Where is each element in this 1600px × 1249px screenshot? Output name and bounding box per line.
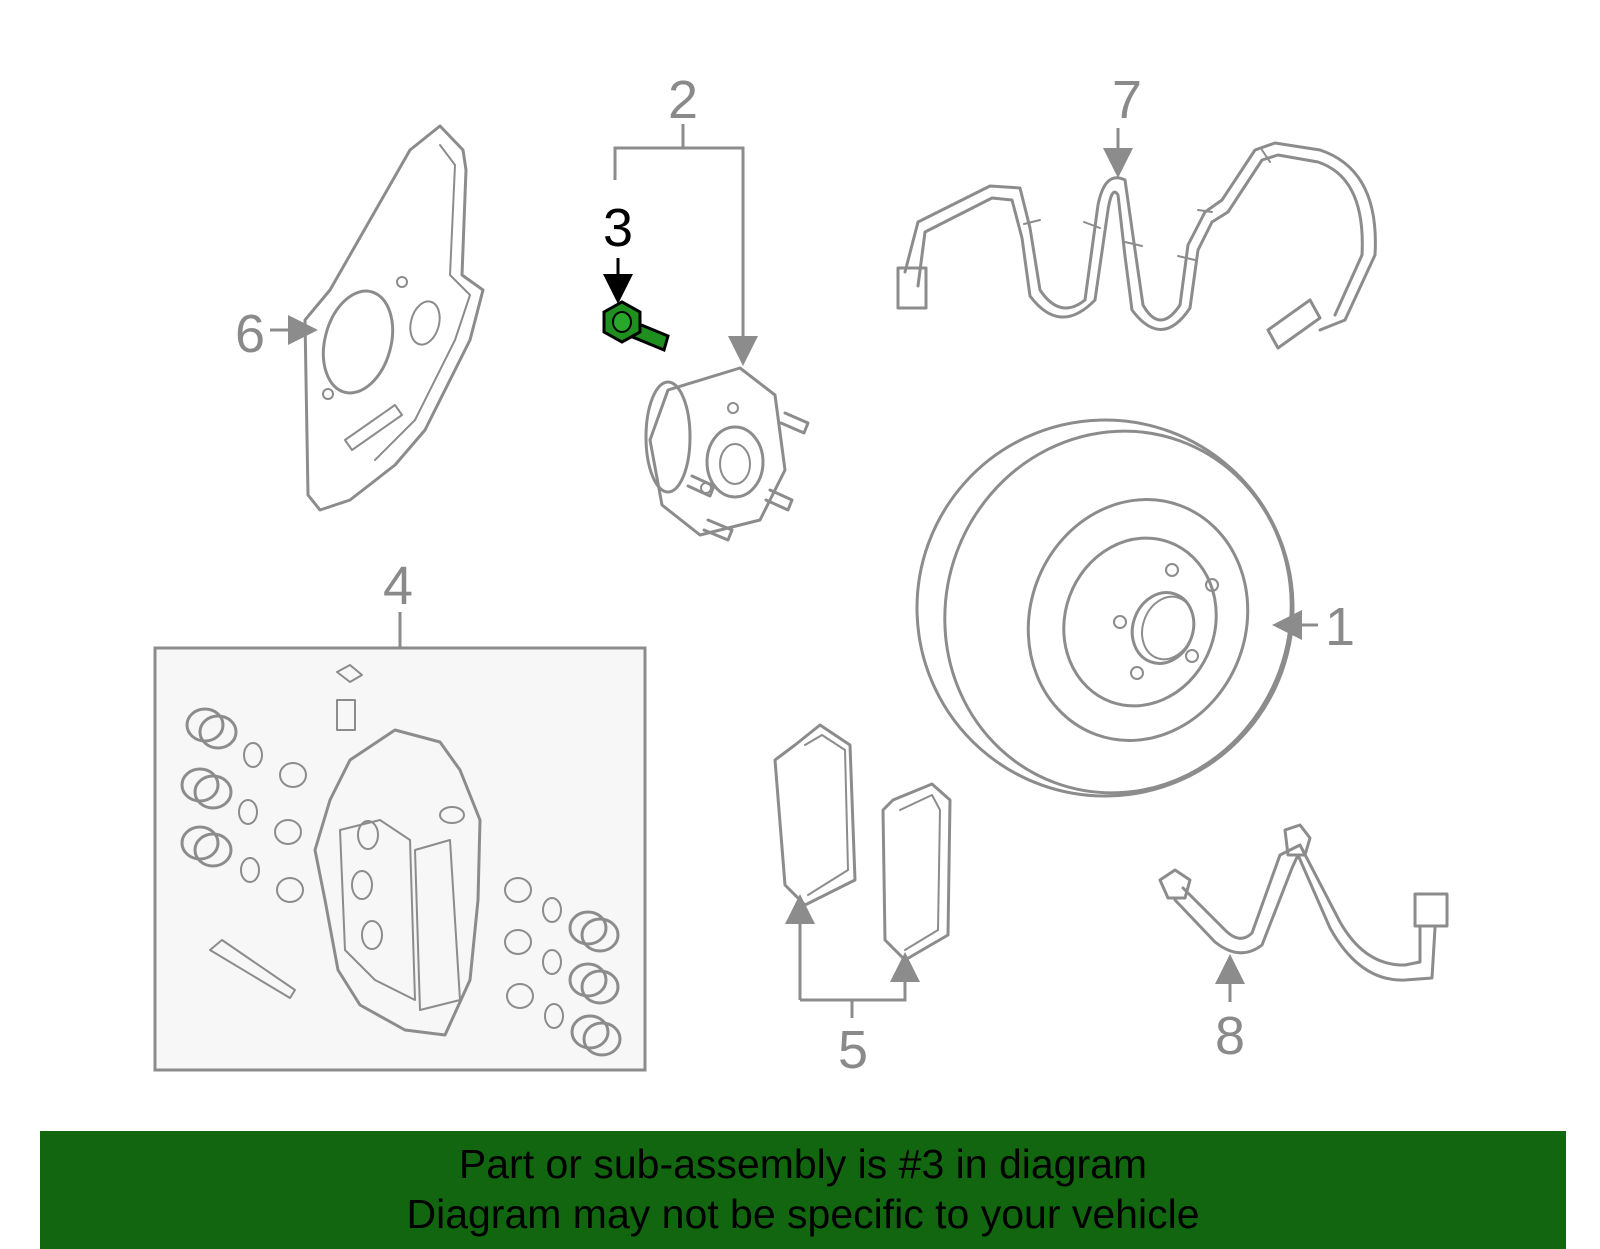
svg-text:4: 4 xyxy=(383,556,413,616)
notice-banner: Part or sub-assembly is #3 in diagram Di… xyxy=(40,1131,1566,1249)
svg-text:2: 2 xyxy=(668,70,698,130)
piston-set-left xyxy=(180,707,307,903)
notice-line-2: Diagram may not be specific to your vehi… xyxy=(406,1191,1200,1237)
piston-set-right xyxy=(504,877,622,1057)
callout-1: 1 xyxy=(1272,597,1355,657)
svg-text:1: 1 xyxy=(1325,597,1355,657)
callout-6: 6 xyxy=(235,304,318,364)
abs-sensor-harness[interactable] xyxy=(896,141,1377,350)
callout-4: 4 xyxy=(383,556,413,648)
notice-line-1: Part or sub-assembly is #3 in diagram xyxy=(458,1141,1148,1187)
callout-2: 2 xyxy=(613,70,758,366)
callout-5: 5 xyxy=(785,894,920,1080)
callout-8: 8 xyxy=(1215,954,1245,1066)
brake-wire-harness[interactable] xyxy=(1158,823,1449,982)
svg-text:8: 8 xyxy=(1215,1006,1245,1066)
wheel-hub[interactable] xyxy=(644,366,810,542)
svg-text:6: 6 xyxy=(235,304,265,364)
caliper-kit-box[interactable] xyxy=(153,646,647,1072)
svg-text:5: 5 xyxy=(838,1020,868,1080)
brake-pads[interactable] xyxy=(773,723,952,962)
svg-text:7: 7 xyxy=(1112,70,1142,130)
hub-bolt[interactable] xyxy=(602,300,670,353)
dust-shield[interactable] xyxy=(303,124,485,512)
svg-text:3: 3 xyxy=(603,198,633,258)
callout-3: 3 xyxy=(603,198,633,304)
brake-rotor[interactable] xyxy=(864,367,1346,849)
callout-7: 7 xyxy=(1103,70,1142,178)
